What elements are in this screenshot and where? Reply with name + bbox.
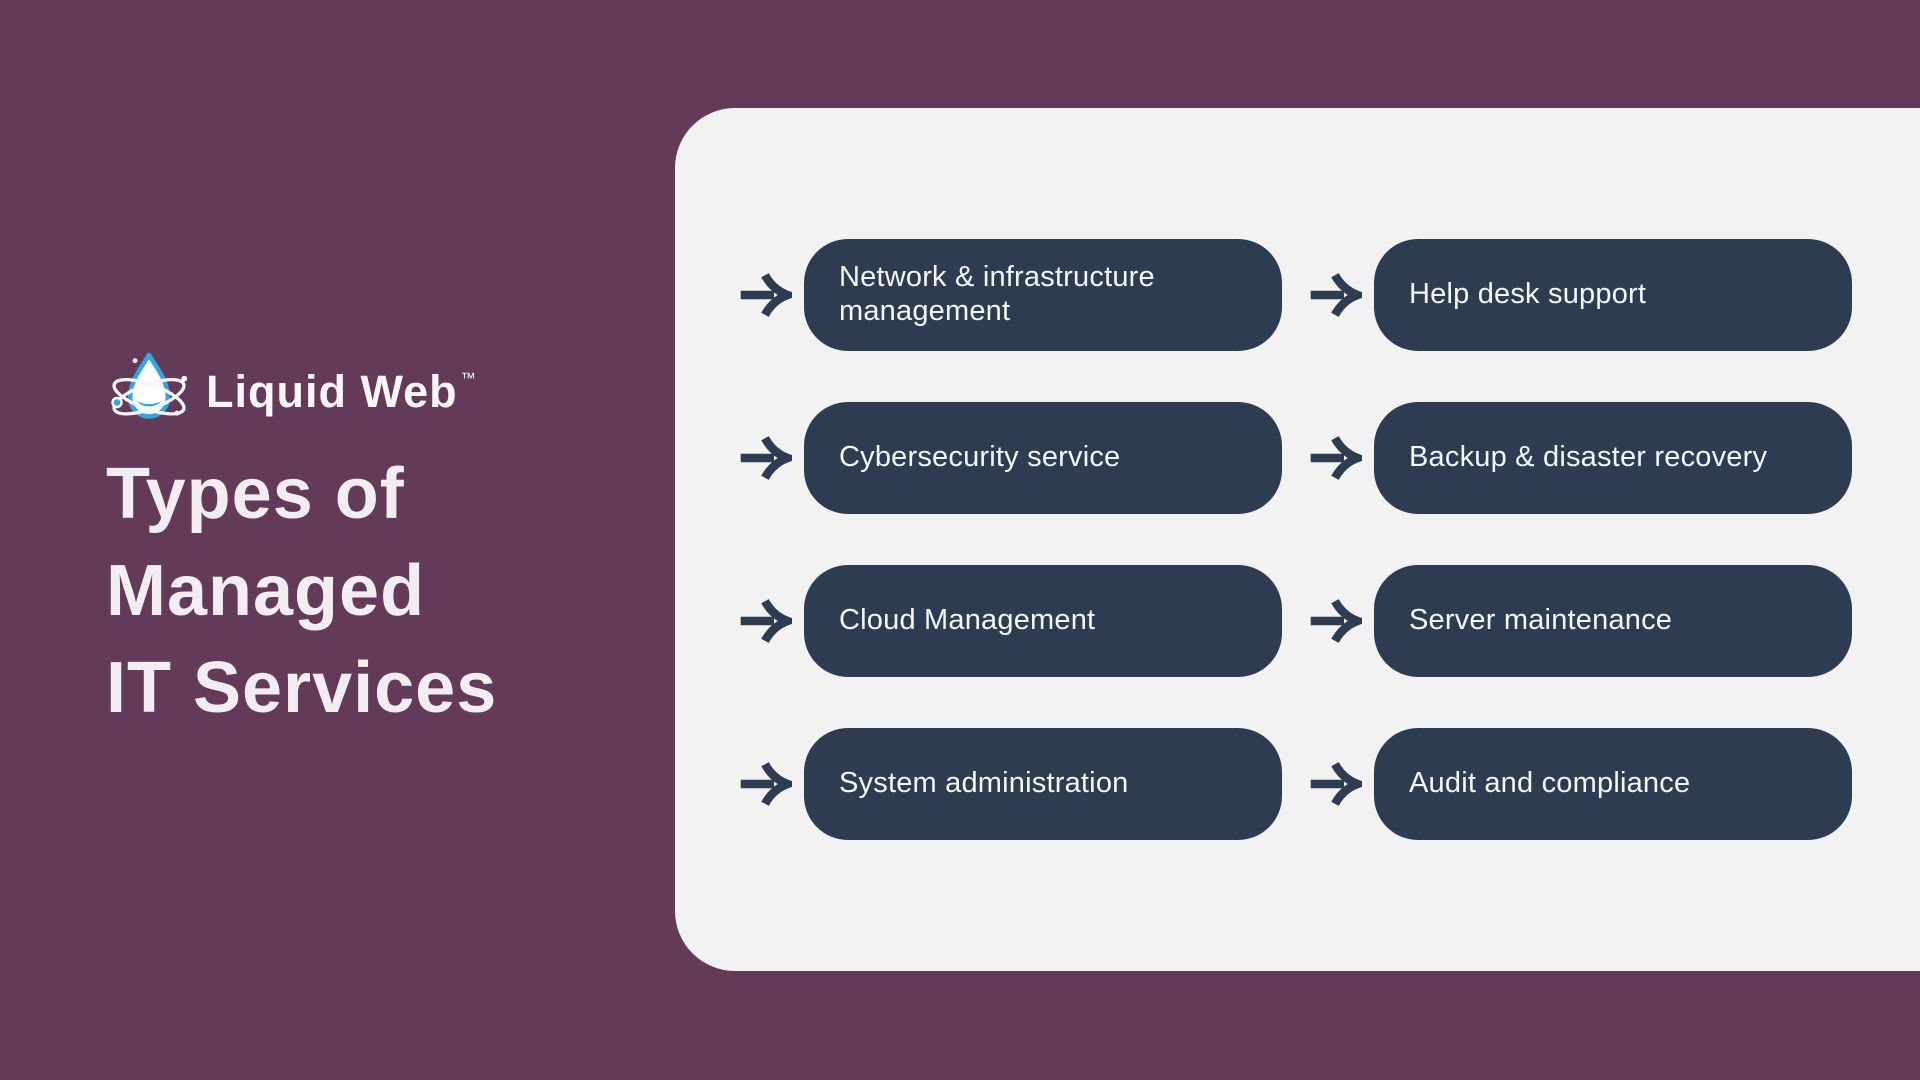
service-item: Network & infrastructure management xyxy=(738,239,1308,351)
service-item: Backup & disaster recovery xyxy=(1308,402,1878,514)
service-item: System administration xyxy=(738,728,1308,840)
service-pill: Backup & disaster recovery xyxy=(1374,402,1852,514)
title-line-1: Types of xyxy=(106,454,405,534)
service-label: Cybersecurity service xyxy=(839,441,1121,474)
service-label: Cloud Management xyxy=(839,604,1096,637)
service-pill: Audit and compliance xyxy=(1374,728,1852,840)
trademark-symbol: ™ xyxy=(460,369,477,387)
arrow-right-icon xyxy=(740,762,792,806)
service-label: Server maintenance xyxy=(1409,604,1673,637)
service-label: Audit and compliance xyxy=(1409,767,1691,800)
liquid-web-drop-icon xyxy=(111,352,188,419)
title-line-2: Managed xyxy=(106,551,426,631)
arrow-right-icon xyxy=(1310,762,1362,806)
service-item: Help desk support xyxy=(1308,239,1878,351)
service-label: Help desk support xyxy=(1409,278,1647,311)
services-panel: Network & infrastructure management Help… xyxy=(675,108,1920,971)
arrow-right-icon xyxy=(740,436,792,480)
service-pill: Help desk support xyxy=(1374,239,1852,351)
service-pill: Cloud Management xyxy=(804,565,1282,677)
title-line-3: IT Services xyxy=(106,648,498,728)
service-pill: Cybersecurity service xyxy=(804,402,1282,514)
service-item: Cybersecurity service xyxy=(738,402,1308,514)
arrow-right-icon xyxy=(740,599,792,643)
services-grid: Network & infrastructure management Help… xyxy=(738,239,1878,840)
service-pill: Server maintenance xyxy=(1374,565,1852,677)
service-label: System administration xyxy=(839,767,1129,800)
service-label: Network & infrastructure management xyxy=(839,261,1155,327)
service-item: Audit and compliance xyxy=(1308,728,1878,840)
arrow-right-icon xyxy=(1310,599,1362,643)
brand-text: Liquid Web xyxy=(206,365,458,417)
arrow-right-icon xyxy=(1310,436,1362,480)
service-pill: Network & infrastructure management xyxy=(804,239,1282,351)
arrow-right-icon xyxy=(740,273,792,317)
service-pill: System administration xyxy=(804,728,1282,840)
service-item: Cloud Management xyxy=(738,565,1308,677)
arrow-right-icon xyxy=(1310,273,1362,317)
page-title: Types of Managed IT Services xyxy=(106,446,497,737)
service-label: Backup & disaster recovery xyxy=(1409,441,1768,474)
service-item: Server maintenance xyxy=(1308,565,1878,677)
